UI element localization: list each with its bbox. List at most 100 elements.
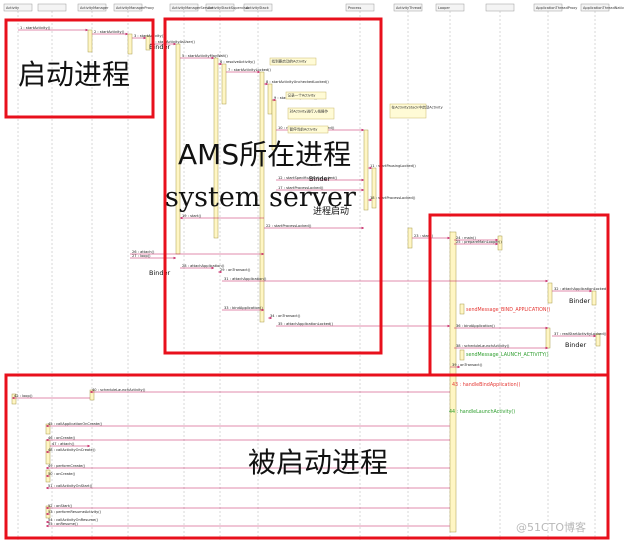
message-arrowhead xyxy=(447,236,450,240)
participant-label: ApplicationThreadNative xyxy=(583,6,624,10)
message-label: 36 : bindApplication() xyxy=(456,324,495,328)
activation-bar xyxy=(407,227,413,249)
handle-bind-application-label: 43 : handleBindApplication() xyxy=(452,382,521,388)
note-box xyxy=(287,125,329,134)
note-text: 找到要启动的Activity xyxy=(272,59,308,64)
message-arrowhead xyxy=(369,166,372,170)
system-server-label: system server xyxy=(165,182,356,213)
message-label: 48 : callActivityOnCreate() xyxy=(48,448,96,452)
message-arrowhead xyxy=(273,98,276,102)
ams-process-label: AMS所在进程 xyxy=(178,138,351,171)
message-label: 23 : start() xyxy=(414,234,434,238)
launch-process-box xyxy=(4,18,155,119)
message-arrowhead xyxy=(261,308,264,312)
activation-bar xyxy=(87,29,93,53)
message-label: 34 : onTransact() xyxy=(270,314,301,318)
activation-bar xyxy=(221,63,227,105)
participant-label: ActivityManagerService xyxy=(172,6,213,10)
send-launch-activity-label: sendMessage_LAUNCH_ACTIVITY() xyxy=(466,352,549,358)
messages: 1 : startActivity()2 : startActivity()3 … xyxy=(12,26,610,528)
participant-label: ActivityStackSupervisor xyxy=(208,6,250,10)
message-arrowhead xyxy=(46,524,49,528)
activation-bar xyxy=(459,303,465,315)
message-label: 19 : start() xyxy=(182,214,202,218)
message-arrowhead xyxy=(46,506,49,510)
message-arrowhead xyxy=(589,289,592,293)
message-arrowhead xyxy=(495,242,498,246)
note-text: 在ActivityStack中启动Activity xyxy=(392,105,444,110)
participant-label: ApplicationThreadProxy xyxy=(536,6,577,10)
binder-label-3: Binder xyxy=(149,269,171,277)
launched-process-label: 被启动进程 xyxy=(248,446,388,479)
watermark: @51CTO博客 xyxy=(516,520,586,534)
message-label: 52 : onStart() xyxy=(48,504,73,508)
activation-bar xyxy=(45,423,51,435)
note-text: 暂停当前Activity xyxy=(290,127,319,132)
message-label: 11 : startPausingLocked() xyxy=(370,164,416,168)
message-label: 46 : onCreate() xyxy=(48,436,76,440)
message-label: 29 : onTransact() xyxy=(220,268,251,272)
activation-bar xyxy=(267,83,273,115)
message-label: 49 : performCreate() xyxy=(48,464,86,468)
message-arrowhead xyxy=(211,56,214,60)
send-bind-application-label: sendMessage_BIND_APPLICATION() xyxy=(466,307,550,313)
note-text: 对Activity进行入栈操作 xyxy=(290,109,329,114)
message-label: 53 : performResumeActivity() xyxy=(48,510,102,514)
message-label: 2 : startActivity() xyxy=(94,30,125,34)
note-box xyxy=(285,91,327,100)
message-arrowhead xyxy=(257,70,260,74)
message-label: 6 : resolveActivity() xyxy=(220,60,256,64)
activation-bar xyxy=(259,71,265,323)
message-arrowhead xyxy=(87,444,90,448)
message-label: 45 : callApplicationOnCreate() xyxy=(48,422,103,426)
message-arrowhead xyxy=(125,32,128,36)
message-arrowhead xyxy=(173,42,176,46)
message-label: 50 : onCreate() xyxy=(48,472,76,476)
message-label: 12 : startSpecificActivityLocked() xyxy=(278,176,338,180)
message-label: 22 : startProcessLocked() xyxy=(266,224,312,228)
launch-process-label: 启动进程 xyxy=(18,58,130,91)
message-label: 31 : attachApplication() xyxy=(224,277,267,281)
activation-bar xyxy=(595,333,601,347)
message-arrowhead xyxy=(180,216,183,220)
message-arrowhead xyxy=(265,82,268,86)
participant-label: ActivityManagerProxy xyxy=(116,6,154,10)
message-arrowhead xyxy=(211,266,214,270)
note-box xyxy=(389,103,427,119)
binder-label-1: Binder xyxy=(149,43,171,51)
message-arrowhead xyxy=(46,466,49,470)
participant-label: Process xyxy=(348,6,361,10)
message-arrowhead xyxy=(46,486,49,490)
message-arrowhead xyxy=(261,252,264,256)
message-label: 42 : loop() xyxy=(14,394,33,398)
participant-label: ActivityStack xyxy=(246,6,270,10)
activation-bar xyxy=(127,33,133,55)
message-label: 27 : loop() xyxy=(132,254,151,258)
activation-bar xyxy=(371,167,377,209)
activation-bar xyxy=(213,57,219,239)
message-arrowhead xyxy=(495,238,498,242)
message-label: 3 : startActivity() xyxy=(134,34,165,38)
note-text: 记录一个Activity xyxy=(288,93,317,98)
start-process-label: 进程启动 xyxy=(313,205,349,217)
activation-bar xyxy=(459,349,465,361)
message-label: 7 : startActivityLocked() xyxy=(228,68,272,72)
message-label: 51 : callActivityOnStart() xyxy=(48,484,93,488)
message-label: 24 : main() xyxy=(456,236,476,240)
participant-box xyxy=(37,3,67,12)
message-label: 37 : realStartActivityLocked() xyxy=(554,332,607,336)
activation-bar xyxy=(45,505,51,519)
ams-process-box xyxy=(163,17,383,355)
message-arrowhead xyxy=(369,198,372,202)
message-arrowhead xyxy=(361,178,364,182)
message-arrowhead xyxy=(143,36,146,40)
participant-box xyxy=(485,3,515,12)
message-label: 40 : scheduleLaunchActivity() xyxy=(92,388,146,392)
message-arrowhead xyxy=(361,226,364,230)
message-label: 8 : startActivityUncheckedLocked() xyxy=(266,80,329,84)
activation-bar xyxy=(89,389,95,401)
message-label: 47 : attach() xyxy=(52,442,75,446)
participant-label: ActivityManager xyxy=(80,6,109,10)
binder-label-2: Binder xyxy=(309,175,331,183)
